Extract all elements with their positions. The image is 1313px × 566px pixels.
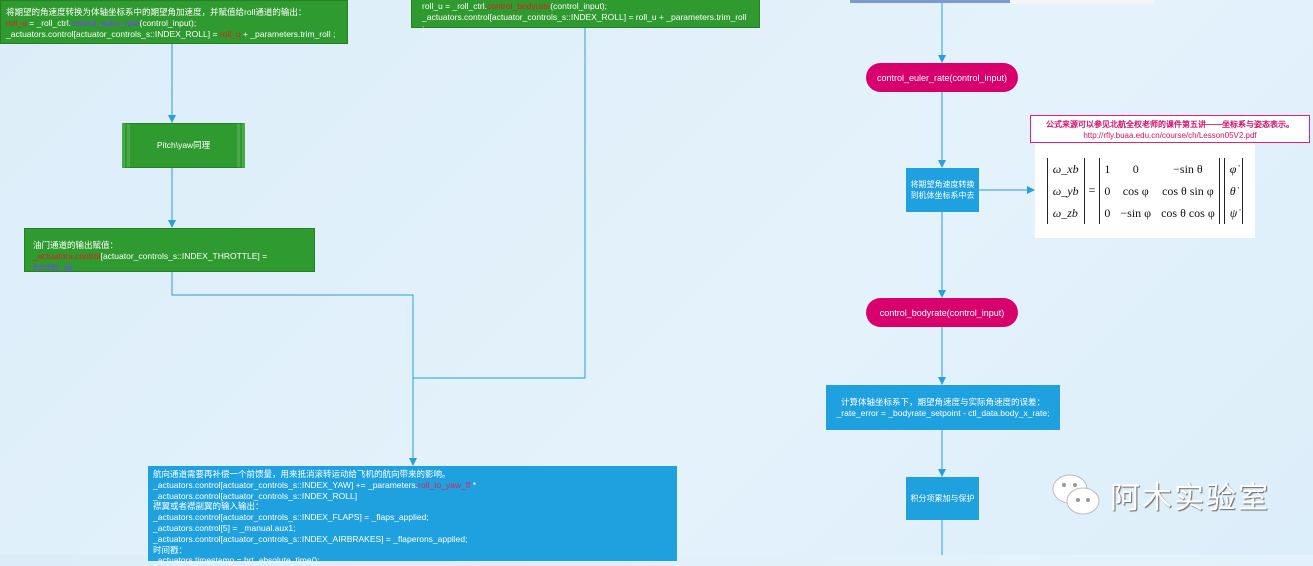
- function-name: control_bodyrate: [486, 1, 551, 11]
- omega-component: ω_yb: [1052, 183, 1079, 198]
- yaw-ff-line: _actuators.control[actuator_controls_s::…: [153, 533, 468, 544]
- roll-assign-line1: 将期望的角速度转换为体轴坐标系中的期望角加速度，并赋值给roll通道的输出：: [6, 7, 307, 17]
- matrix-cell: 1: [1104, 161, 1111, 176]
- integral-box[interactable]: 积分项累加与保护: [906, 477, 979, 520]
- yaw-ff-line: 航向通道需要再补偿一个前馈量，用来抵消滚转运动给飞机的航向带来的影响。: [153, 469, 451, 479]
- code-text: [actuator_controls_s::INDEX_THROTTLE] =: [100, 251, 268, 261]
- omega-component: ω_zb: [1052, 205, 1078, 220]
- pitch-yaw-label: Pitch\yaw同理: [156, 140, 211, 150]
- equals-sign: =: [1088, 183, 1096, 197]
- yaw-ff-line: 时间戳：: [153, 544, 188, 555]
- throttle-line2: _actuators.control[actuator_controls_s::…: [33, 251, 306, 273]
- matrix-cell: 0: [1132, 161, 1139, 176]
- code-text: _actuators.control[actuator_controls_s::…: [153, 479, 419, 490]
- code-text: * _actuators.control[actuator_controls_s…: [153, 479, 477, 501]
- yaw-ff-line: _actuators.control[5] = _manual.aux1;: [153, 522, 296, 533]
- roll-assign-box[interactable]: 将期望的角速度转换为体轴坐标系中的期望角加速度，并赋值给roll通道的输出： r…: [0, 0, 348, 44]
- yaw-feedforward-box[interactable]: 航向通道需要再补偿一个前馈量，用来抵消滚转运动给飞机的航向带来的影响。 _act…: [148, 466, 677, 565]
- roll-bodyrate-line1: roll_u = _roll_ctrl.control_bodyrate(con…: [422, 1, 749, 12]
- rotation-matrix: 1 0 −sin θ 0 cos φ cos θ sin φ 0 −sin φ cos θ co…: [1099, 157, 1220, 224]
- omega-vector: ω_xb ω_yb ω_zb: [1046, 157, 1085, 224]
- roll-assign-line3: _actuators.control[actuator_controls_s::…: [6, 29, 342, 40]
- function-name: control_euler_rate: [70, 18, 140, 28]
- yaw-ff-line: _actuators.timestamp = hrt_absolute_time…: [153, 555, 320, 566]
- note-line1: 公式来源可以参见北航全权老师的课件第五讲——坐标系与姿态表示。: [1046, 120, 1294, 129]
- rate-error-line2: _rate_error = _bodyrate_setpoint - ctl_d…: [836, 407, 1050, 418]
- euler-rate-component: θ̇: [1229, 183, 1236, 198]
- throttle-var: throttle_sp: [33, 262, 73, 272]
- code-text: _actuators.control: [33, 251, 101, 261]
- euler-rate-label: control_euler_rate(control_input): [876, 72, 1008, 83]
- source-note: 公式来源可以参见北航全权老师的课件第五讲——坐标系与姿态表示。 http://r…: [1030, 115, 1310, 143]
- rate-error-line1: 计算体轴坐标系下，期望角速度与实际角速度的误差：: [840, 396, 1045, 407]
- roll-u-var: roll_u: [6, 18, 27, 28]
- matrix-cell: −sin θ: [1173, 161, 1203, 176]
- convert-label: 将期望角速度转换到机体坐标系中去: [910, 180, 975, 200]
- matrix-cell: cos θ sin φ: [1162, 183, 1214, 198]
- throttle-box[interactable]: 油门通道的输出赋值： _actuators.control[actuator_c…: [24, 228, 315, 272]
- code-text: (control_input);: [550, 1, 607, 11]
- rotation-formula: ω_xb ω_yb ω_zb = 1 0 −sin θ 0 cos φ cos θ sin φ…: [1035, 143, 1255, 238]
- yaw-ff-line: _actuators.control[actuator_controls_s::…: [153, 480, 672, 502]
- euler-rate-node[interactable]: control_euler_rate(control_input): [866, 63, 1018, 92]
- euler-rate-component: ψ̇: [1229, 205, 1238, 220]
- omega-component: ω_xb: [1052, 161, 1079, 176]
- pitch-yaw-box[interactable]: Pitch\yaw同理: [122, 123, 245, 168]
- code-text: _actuators.control[actuator_controls_s::…: [6, 29, 220, 39]
- integral-label: 积分项累加与保护: [910, 494, 975, 503]
- code-text: (control_input);: [139, 18, 197, 28]
- throttle-line1: 油门通道的输出赋值：: [33, 240, 119, 250]
- roll-to-yaw-var: roll_to_yaw_ff: [418, 479, 471, 490]
- note-url[interactable]: http://rfly.buaa.edu.cn/course/ch/Lesson…: [1083, 131, 1257, 140]
- roll-assign-line2: roll_u = _roll_ctrl.control_euler_rate(c…: [6, 18, 342, 29]
- yaw-ff-line: 襟翼或者襟副翼的输入输出：: [153, 501, 264, 512]
- roll-u-var: roll_u: [219, 29, 241, 39]
- matrix-cell: 0: [1104, 205, 1111, 220]
- matrix-cell: −sin φ: [1120, 205, 1152, 220]
- euler-rate-vector: φ̇ θ̇ ψ̇: [1223, 157, 1244, 224]
- bodyrate-node[interactable]: control_bodyrate(control_input): [866, 298, 1018, 327]
- roll-bodyrate-box[interactable]: roll_u = _roll_ctrl.control_bodyrate(con…: [411, 0, 760, 33]
- wechat-icon: [1052, 474, 1100, 515]
- euler-rate-component: φ̇: [1229, 161, 1237, 176]
- rate-error-box[interactable]: 计算体轴坐标系下，期望角速度与实际角速度的误差： _rate_error = _…: [826, 385, 1060, 430]
- watermark: 阿木实验室: [1050, 472, 1270, 518]
- roll-bodyrate-line2: _actuators.control[actuator_controls_s::…: [422, 12, 747, 33]
- watermark-text: 阿木实验室: [1110, 482, 1270, 515]
- code-text: = _roll_ctrl.: [26, 18, 71, 28]
- code-text: + _parameters.trim_roll ;: [240, 29, 336, 39]
- code-text: roll_u = _roll_ctrl.: [422, 1, 487, 11]
- yaw-ff-line: _actuators.control[actuator_controls_s::…: [153, 512, 429, 523]
- bodyrate-label: control_bodyrate(control_input): [879, 307, 1005, 318]
- matrix-cell: 0: [1104, 183, 1111, 198]
- convert-box[interactable]: 将期望角速度转换到机体坐标系中去: [906, 168, 979, 212]
- matrix-cell: cos θ cos φ: [1161, 205, 1215, 220]
- matrix-cell: cos φ: [1122, 183, 1149, 198]
